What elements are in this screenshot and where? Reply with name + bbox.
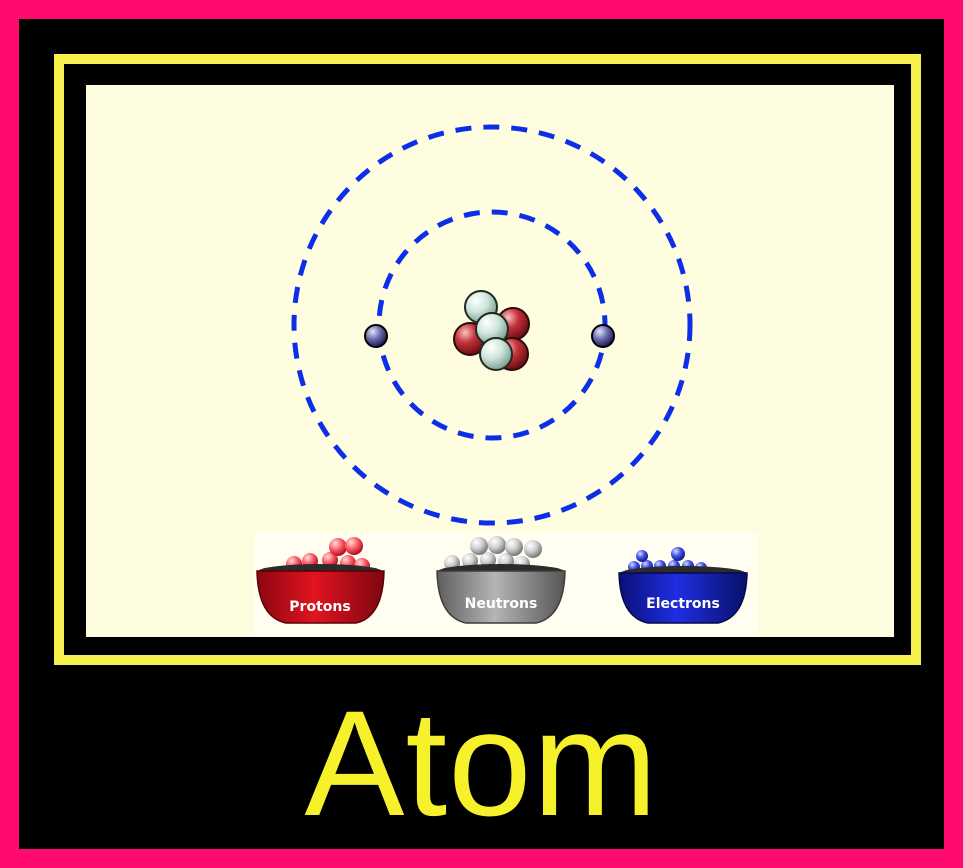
- electron[interactable]: [364, 324, 388, 348]
- protons-label: Protons: [289, 599, 350, 615]
- electrons-label: Electrons: [646, 596, 720, 612]
- outer-orbit: [291, 124, 693, 526]
- nucleus: [453, 290, 530, 371]
- neutron: [479, 337, 513, 371]
- electrons-bowl[interactable]: Electrons: [618, 547, 748, 624]
- atom-stage: Protons Neutrons: [86, 85, 894, 637]
- electron[interactable]: [591, 324, 615, 348]
- neutrons-label: Neutrons: [465, 596, 538, 612]
- atom-canvas: Protons Neutrons: [254, 124, 758, 637]
- protons-bowl[interactable]: Protons: [256, 537, 385, 624]
- neutrons-bowl[interactable]: Neutrons: [436, 536, 566, 624]
- page-title: Atom: [304, 679, 659, 847]
